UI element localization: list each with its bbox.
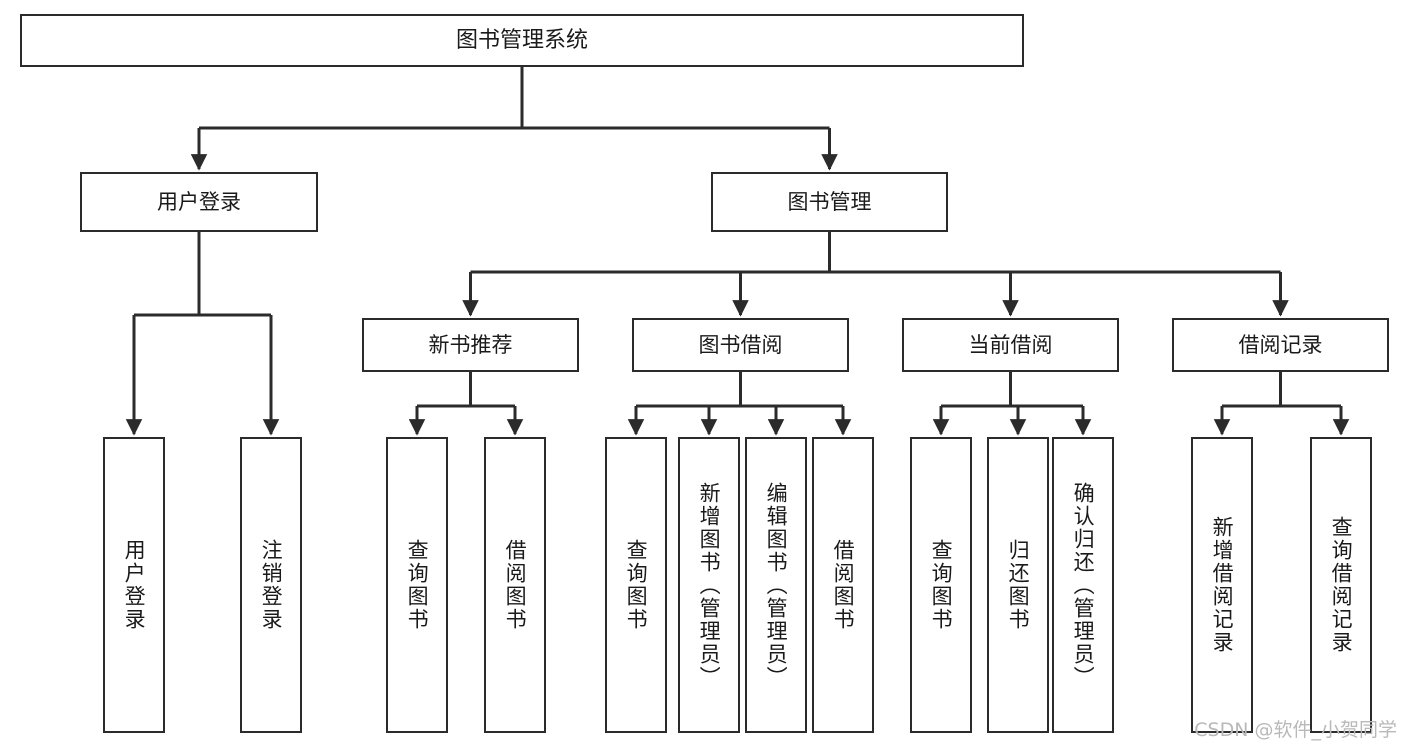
node-leaf-edit-book-admin[interactable]: 编辑图书（管理员） (745, 437, 807, 733)
node-label: 查询图书 (929, 539, 954, 631)
node-label: 当前借阅 (968, 332, 1053, 357)
node-label: 查询图书 (405, 539, 430, 631)
node-leaf-borrow-book-2[interactable]: 借阅图书 (812, 437, 874, 733)
node-label: 新增借阅记录 (1210, 516, 1235, 654)
node-book-manage[interactable]: 图书管理 (711, 172, 948, 232)
node-label: 新增图书（管理员） (697, 481, 722, 689)
watermark: CSDN @软件_小贺同学 (1194, 719, 1397, 741)
node-leaf-query-book-3[interactable]: 查询图书 (910, 437, 972, 733)
node-label: 查询图书 (624, 539, 649, 631)
node-root[interactable]: 图书管理系统 (20, 14, 1024, 67)
node-leaf-user-login[interactable]: 用户登录 (103, 437, 165, 733)
node-leaf-return-book[interactable]: 归还图书 (987, 437, 1049, 733)
node-leaf-query-book-2[interactable]: 查询图书 (605, 437, 667, 733)
node-label: 归还图书 (1006, 539, 1031, 631)
node-leaf-query-book-1[interactable]: 查询图书 (386, 437, 448, 733)
node-label: 图书借阅 (698, 332, 783, 357)
node-label: 注销登录 (259, 539, 284, 631)
node-label: 用户登录 (157, 189, 241, 214)
node-borrow-record[interactable]: 借阅记录 (1172, 318, 1389, 372)
node-label: 借阅记录 (1238, 332, 1323, 357)
node-label: 借阅图书 (503, 539, 528, 631)
node-label: 图书管理系统 (455, 27, 588, 53)
node-label: 图书管理 (787, 189, 872, 214)
node-leaf-logout[interactable]: 注销登录 (240, 437, 302, 733)
node-label: 编辑图书（管理员） (764, 481, 789, 689)
node-leaf-add-book-admin[interactable]: 新增图书（管理员） (678, 437, 740, 733)
node-new-book-recommend[interactable]: 新书推荐 (362, 318, 579, 372)
node-label: 用户登录 (122, 539, 147, 631)
node-user-login[interactable]: 用户登录 (80, 172, 318, 232)
node-label: 借阅图书 (831, 539, 856, 631)
node-current-borrow[interactable]: 当前借阅 (902, 318, 1119, 372)
node-label: 查询借阅记录 (1329, 516, 1354, 654)
node-leaf-confirm-return[interactable]: 确认归还（管理员） (1052, 437, 1114, 733)
node-leaf-borrow-book-1[interactable]: 借阅图书 (484, 437, 546, 733)
node-book-borrow[interactable]: 图书借阅 (632, 318, 849, 372)
node-leaf-add-record[interactable]: 新增借阅记录 (1191, 437, 1253, 733)
node-label: 新书推荐 (428, 332, 513, 357)
node-leaf-query-record[interactable]: 查询借阅记录 (1310, 437, 1372, 733)
node-label: 确认归还（管理员） (1071, 481, 1096, 689)
